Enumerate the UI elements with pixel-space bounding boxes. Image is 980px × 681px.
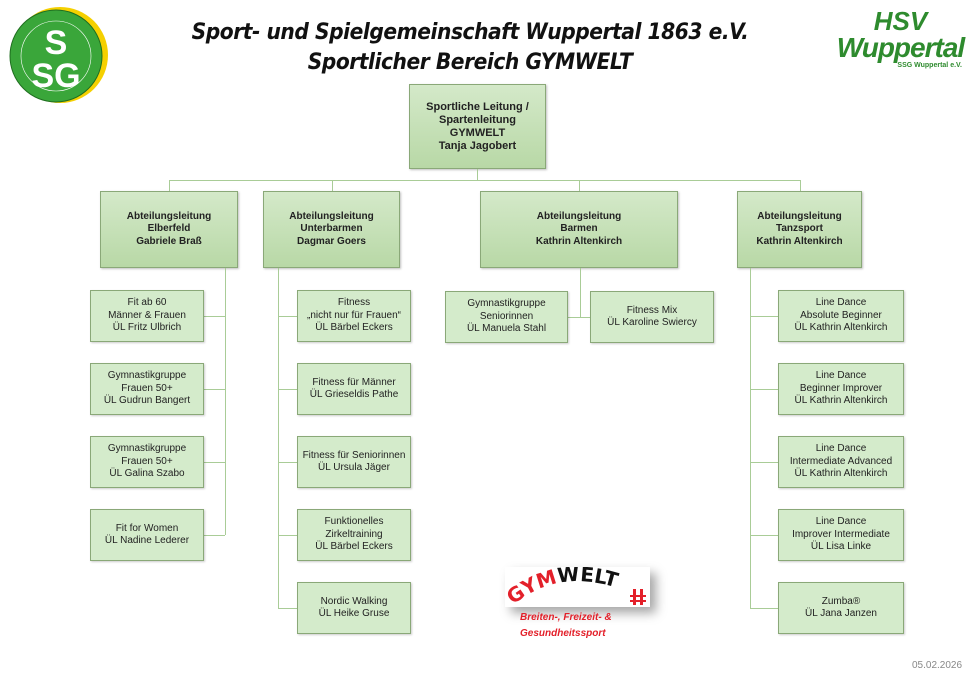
- connector-line: [477, 169, 478, 180]
- group-box: Gymnastikgruppe Frauen 50+ ÜL Gudrun Ban…: [90, 363, 204, 415]
- department-box: Abteilungsleitung Tanzsport Kathrin Alte…: [737, 191, 862, 268]
- group-box: Gymnastikgruppe Frauen 50+ ÜL Galina Sza…: [90, 436, 204, 488]
- connector-line: [278, 389, 297, 390]
- connector-line: [204, 535, 225, 536]
- ssg-logo: S SG: [8, 5, 108, 107]
- group-box: Zumba® ÜL Jana Janzen: [778, 582, 904, 634]
- svg-text:GYMWELT: GYMWELT: [505, 567, 621, 607]
- group-box: Fitness für Seniorinnen ÜL Ursula Jäger: [297, 436, 411, 488]
- connector-line: [278, 608, 297, 609]
- connector-line: [750, 268, 751, 608]
- date-label: 05.02.2026: [912, 660, 963, 671]
- department-box: Abteilungsleitung Barmen Kathrin Altenki…: [480, 191, 678, 268]
- gymwelt-tagline: Breiten-, Freizeit- & Gesundheitssport: [520, 612, 612, 639]
- hsv-logo-line2: Wuppertal: [836, 32, 965, 63]
- group-box: Funktionelles Zirkeltraining ÜL Bärbel E…: [297, 509, 411, 561]
- group-box: Fitness „nicht nur für Frauen“ ÜL Bärbel…: [297, 290, 411, 342]
- group-box: Fitness Mix ÜL Karoline Swiercy: [590, 291, 714, 343]
- group-box: Line Dance Beginner Improver ÜL Kathrin …: [778, 363, 904, 415]
- title-line-1: Sport- und Spielgemeinschaft Wuppertal 1…: [191, 20, 749, 45]
- connector-line: [278, 535, 297, 536]
- hsv-logo-line3: SSG Wuppertal e.V.: [897, 62, 962, 69]
- connector-line: [750, 535, 778, 536]
- top-leader-box: Sportliche Leitung / Spartenleitung GYMW…: [409, 84, 546, 169]
- group-box: Nordic Walking ÜL Heike Gruse: [297, 582, 411, 634]
- department-box: Abteilungsleitung Unterbarmen Dagmar Goe…: [263, 191, 400, 268]
- hsv-logo: HSV Wuppertal SSG Wuppertal e.V.: [833, 8, 968, 78]
- group-box: Gymnastikgruppe Seniorinnen ÜL Manuela S…: [445, 291, 568, 343]
- svg-text:SG: SG: [31, 57, 80, 95]
- connector-line: [278, 268, 279, 608]
- connector-line: [799, 180, 801, 191]
- connector-line: [750, 389, 778, 390]
- connector-line: [169, 180, 170, 191]
- department-box: Abteilungsleitung Elberfeld Gabriele Bra…: [100, 191, 238, 268]
- connector-line: [750, 462, 778, 463]
- connector-line: [331, 180, 333, 191]
- connector-line: [750, 608, 778, 609]
- connector-line: [170, 180, 801, 181]
- connector-line: [278, 316, 297, 317]
- title-line-2: Sportlicher Bereich GYMWELT: [307, 50, 633, 75]
- connector-line: [204, 462, 225, 463]
- connector-line: [278, 462, 297, 463]
- group-box: Fit ab 60 Männer & Frauen ÜL Fritz Ulbri…: [90, 290, 204, 342]
- connector-line: [204, 316, 225, 317]
- connector-line: [579, 180, 580, 191]
- hsv-logo-line1: HSV: [873, 6, 928, 36]
- connector-line: [204, 389, 225, 390]
- connector-line: [225, 268, 226, 535]
- connector-line: [568, 317, 590, 318]
- connector-line: [750, 316, 778, 317]
- group-box: Line Dance Intermediate Advanced ÜL Kath…: [778, 436, 904, 488]
- gymwelt-logo: GYMWELT: [502, 562, 650, 609]
- group-box: Line Dance Absolute Beginner ÜL Kathrin …: [778, 290, 904, 342]
- group-box: Line Dance Improver Intermediate ÜL Lisa…: [778, 509, 904, 561]
- group-box: Fitness für Männer ÜL Grieseldis Pathe: [297, 363, 411, 415]
- svg-text:S: S: [45, 24, 68, 62]
- connector-line: [580, 268, 581, 318]
- group-box: Fit for Women ÜL Nadine Lederer: [90, 509, 204, 561]
